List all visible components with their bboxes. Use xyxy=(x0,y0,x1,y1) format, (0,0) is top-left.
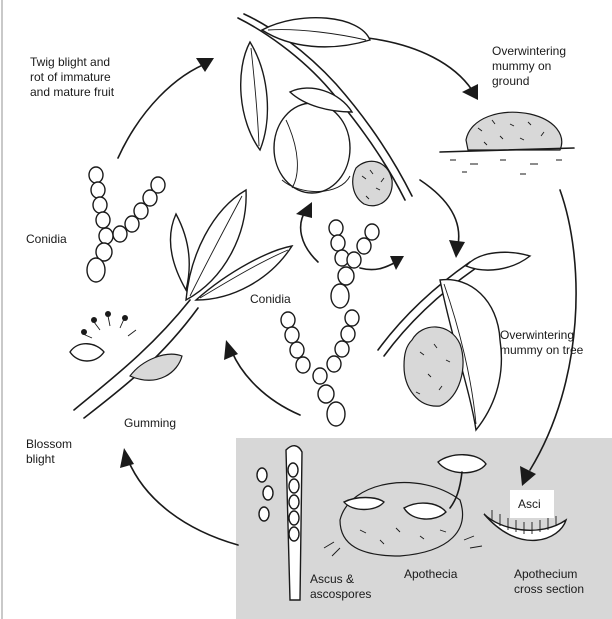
conidia-chain-center xyxy=(329,220,379,308)
label-twig-blight-line-1: Twig blight and xyxy=(30,55,114,70)
conidia-chain-lower xyxy=(281,310,359,426)
peach-fruit xyxy=(274,103,350,193)
label-twig-blight: Twig blight and rot of immature and matu… xyxy=(30,55,114,100)
label-blossom-blight: Blossom blight xyxy=(26,437,72,467)
label-overwintering-ground-line-1: Overwintering xyxy=(492,44,566,59)
label-blossom-blight-line-2: blight xyxy=(26,452,72,467)
label-gumming: Gumming xyxy=(124,416,176,431)
label-blossom-blight-line-1: Blossom xyxy=(26,437,72,452)
label-overwintering-tree: Overwintering mummy on tree xyxy=(500,328,583,358)
label-twig-blight-line-3: and mature fruit xyxy=(30,85,114,100)
conidia-chain-left xyxy=(87,167,165,282)
arrow-conidia-up xyxy=(296,202,318,262)
label-apothecia: Apothecia xyxy=(404,567,457,582)
label-overwintering-tree-line-2: mummy on tree xyxy=(500,343,583,358)
label-overwintering-ground-line-3: ground xyxy=(492,74,566,89)
arrow-panel-to-blossom xyxy=(120,448,238,545)
label-conidia-center: Conidia xyxy=(250,292,291,307)
arrow-to-ground-mummy xyxy=(368,38,478,100)
label-apothecium-cross-section-line-2: cross section xyxy=(514,582,584,597)
label-overwintering-ground-line-2: mummy on xyxy=(492,59,566,74)
arrow-to-blossom-blight xyxy=(224,340,300,415)
label-ascus-ascospores-line-2: ascospores xyxy=(310,587,371,602)
arrow-conidia-right xyxy=(360,256,404,270)
label-twig-blight-line-2: rot of immature xyxy=(30,70,114,85)
label-ascus-ascospores: Ascus & ascospores xyxy=(310,572,371,602)
arrow-to-twig-blight xyxy=(118,58,214,158)
ground-mummy-illustration xyxy=(440,112,574,174)
label-asci: Asci xyxy=(518,497,541,512)
label-apothecium-cross-section-line-1: Apothecium xyxy=(514,567,584,582)
arrow-to-tree-mummy xyxy=(420,180,465,258)
label-apothecium-cross-section: Apothecium cross section xyxy=(514,567,584,597)
label-overwintering-ground: Overwintering mummy on ground xyxy=(492,44,566,89)
mummified-fruit-on-twig xyxy=(353,161,392,205)
label-ascus-ascospores-line-1: Ascus & xyxy=(310,572,371,587)
label-overwintering-tree-line-1: Overwintering xyxy=(500,328,583,343)
label-conidia-left: Conidia xyxy=(26,232,67,247)
mummified-fruit-on-tree xyxy=(404,327,463,406)
infected-twig-illustration xyxy=(238,14,412,206)
